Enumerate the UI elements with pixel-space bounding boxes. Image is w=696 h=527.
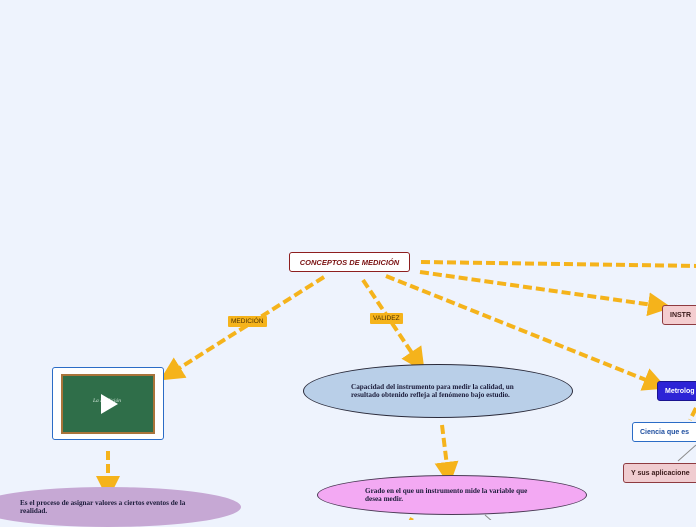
connector-metrologia-ciencia [688, 407, 696, 421]
node-metrologia[interactable]: Metrolog [657, 381, 696, 401]
node-proceso[interactable]: Es el proceso de asignar valores a ciert… [0, 487, 241, 527]
node-ciencia-text: Ciencia que es [640, 428, 690, 436]
connector-label-medicion: MEDICIÓN [228, 316, 267, 327]
node-metrologia-text: Metrolog [665, 387, 695, 395]
node-grado[interactable]: Grado en el que un instrumento mide la v… [317, 475, 587, 515]
node-aplicaciones-text: Y sus aplicacione [631, 469, 690, 477]
node-ciencia[interactable]: Ciencia que es [632, 422, 696, 442]
node-proceso-text: Es el proceso de asignar valores a ciert… [20, 498, 186, 516]
root-label: CONCEPTOS DE MEDICIÓN [299, 257, 400, 267]
video-thumbnail: La Medición [61, 374, 155, 434]
connector-validez [361, 278, 425, 372]
connector-metrologia [385, 274, 668, 391]
node-instrumento-text: INSTR [670, 311, 691, 319]
node-capacidad[interactable]: Capacidad del instrumento para medir la … [303, 364, 573, 418]
connector-instrumento [419, 270, 672, 317]
play-icon[interactable] [101, 394, 118, 414]
video-node[interactable]: La Medición [52, 367, 164, 440]
connector-top-right [420, 260, 696, 268]
connector-label-validez: VALIDEZ [370, 313, 403, 324]
node-instrumento[interactable]: INSTR [662, 305, 696, 325]
node-aplicaciones[interactable]: Y sus aplicacione [623, 463, 696, 483]
root-node[interactable]: CONCEPTOS DE MEDICIÓN [289, 252, 410, 272]
node-grado-text: Grado en el que un instrumento mide la v… [365, 486, 528, 504]
connector-grado-side [484, 514, 492, 520]
connector-capacidad-grado [434, 424, 459, 486]
connector-grado-down [408, 517, 414, 520]
node-capacidad-text: Capacidad del instrumento para medir la … [351, 382, 514, 400]
connector-ciencia-aplicaciones [677, 444, 696, 462]
